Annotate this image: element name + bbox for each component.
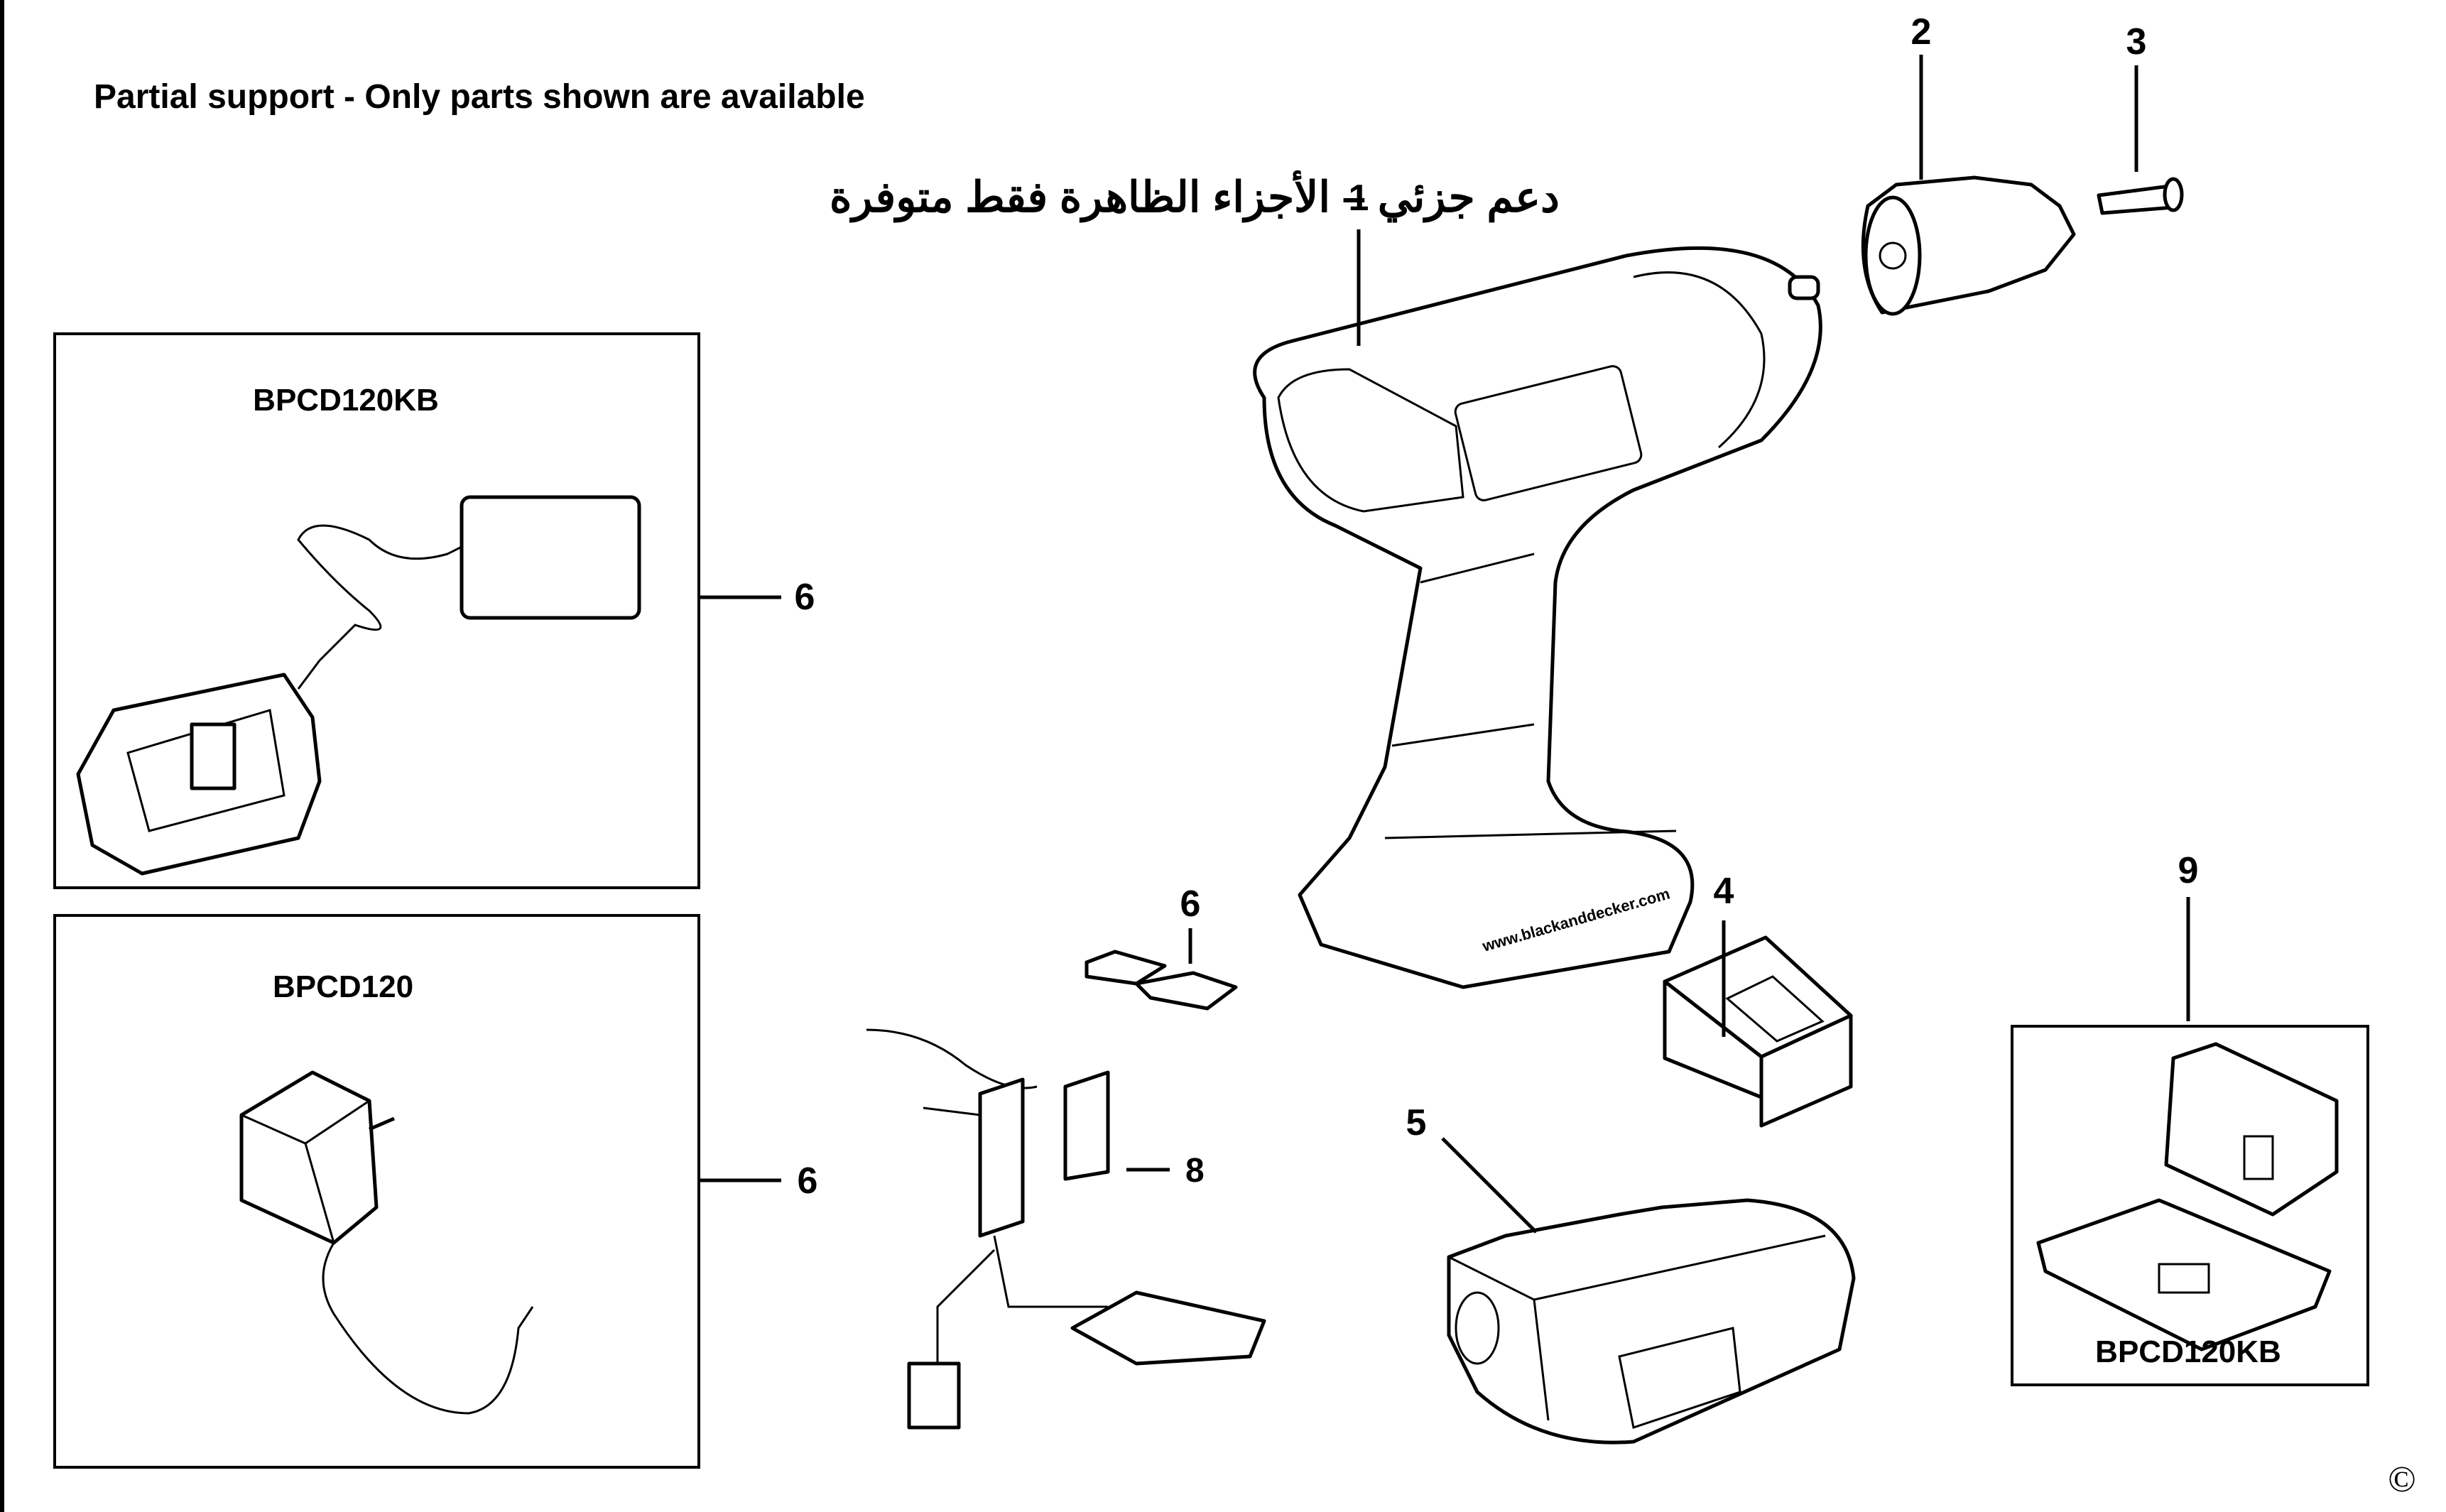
carry-case-drawing <box>2036 1042 2339 1351</box>
terminal-clip-drawing[interactable]: 6 <box>1085 883 1238 1011</box>
callout-9: 9 <box>2178 850 2199 891</box>
kit-model-label: BPCD120 <box>273 969 413 1004</box>
chuck-screw-drawing[interactable]: 3 <box>2097 21 2184 215</box>
kit-model-label: BPCD120KB <box>2095 1334 2281 1369</box>
battery-pack-drawing[interactable]: 5 <box>1406 1102 1856 1445</box>
partial-support-notice-arabic: دعم جزئي – الأجزاء الظاهرة فقط متوفرة <box>830 170 1560 223</box>
callout-6-lower: 6 <box>798 1160 818 1202</box>
callout-5: 5 <box>1406 1102 1427 1143</box>
drill-body-drawing[interactable]: www.blackanddecker.com 1 <box>1253 178 1822 989</box>
kit-box-bpcd120kb-case[interactable]: 9 BPCD120KB <box>2011 850 2369 1386</box>
callout-2: 2 <box>1911 11 1932 53</box>
callout-8: 8 <box>1185 1152 1205 1190</box>
callout-4: 4 <box>1714 871 1734 912</box>
charger-base-drawing <box>76 495 641 876</box>
chuck-drawing[interactable]: 2 <box>1861 11 2076 316</box>
callout-7: 6 <box>1180 883 1201 925</box>
callout-6-upper: 6 <box>795 577 815 618</box>
kit-box-bpcd120-adapter[interactable]: BPCD120 6 <box>53 914 818 1469</box>
callout-3: 3 <box>2126 21 2147 62</box>
kit-model-label: BPCD120KB <box>253 383 439 418</box>
kit-box-bpcd120kb-charger[interactable]: BPCD120KB 6 <box>53 332 815 889</box>
terminal-cover-drawing[interactable]: 4 <box>1663 871 1853 1128</box>
switch-assembly-drawing[interactable]: 8 <box>866 1028 1266 1430</box>
callout-1: 1 <box>1349 178 1369 219</box>
left-border <box>0 0 4 1512</box>
wall-adapter-drawing <box>239 1070 534 1415</box>
copyright-symbol: © <box>2388 1459 2416 1500</box>
partial-support-notice: Partial support - Only parts shown are a… <box>94 78 865 116</box>
